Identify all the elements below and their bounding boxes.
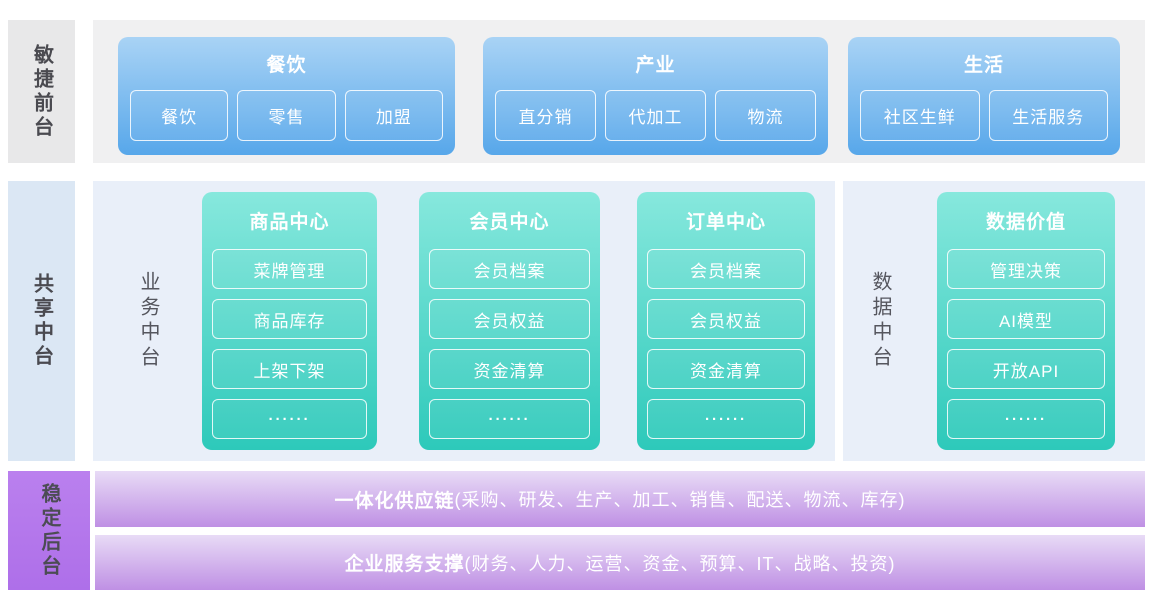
chip-logistics: 物流 (715, 90, 816, 141)
supply-chain-bar-detail: (采购、研发、生产、加工、销售、配送、物流、库存) (454, 490, 906, 510)
enterprise-service-bar-detail: (财务、人力、运营、资金、预算、IT、战略、投资) (464, 553, 896, 574)
center-card-product-title: 商品中心 (249, 212, 330, 233)
front-card-industry-chips: 直分销 代加工 物流 (495, 90, 816, 141)
chip-ellipsis: ······ (212, 399, 367, 439)
chip-oem-processing: 代加工 (605, 90, 706, 141)
back-desk-sidebar: 稳定后台 (8, 471, 90, 590)
chip-open-api: 开放API (947, 349, 1105, 389)
center-card-member-title: 会员中心 (469, 212, 550, 233)
chip-ai-model: AI模型 (947, 299, 1105, 339)
chip-fund-settlement: 资金清算 (647, 349, 805, 389)
front-card-life-title: 生活 (963, 55, 1004, 76)
front-desk-label: 敏捷前台 (30, 43, 53, 140)
chip-ellipsis: ······ (947, 399, 1105, 439)
chip-shelf-on-off: 上架下架 (212, 349, 367, 389)
center-card-order: 订单中心 会员档案 会员权益 资金清算 ······ (637, 192, 815, 450)
chip-community-fresh: 社区生鲜 (860, 90, 980, 141)
center-card-order-title: 订单中心 (685, 212, 766, 233)
chip-life-service: 生活服务 (988, 90, 1108, 141)
center-card-product: 商品中心 菜牌管理 商品库存 上架下架 ······ (202, 192, 377, 450)
shared-middle-sidebar: 共享中台 (8, 181, 75, 461)
chip-ellipsis: ······ (429, 399, 590, 439)
front-card-industry: 产业 直分销 代加工 物流 (483, 37, 828, 155)
chip-menu-management: 菜牌管理 (212, 249, 367, 289)
shared-middle-label: 共享中台 (30, 273, 53, 369)
enterprise-service-bar: 企业服务支撑(财务、人力、运营、资金、预算、IT、战略、投资) (95, 535, 1145, 590)
supply-chain-bar-title: 一体化供应链 (334, 490, 455, 512)
front-desk-sidebar: 敏捷前台 (8, 20, 75, 163)
chip-member-benefits: 会员权益 (429, 299, 590, 339)
chip-direct-distribution: 直分销 (495, 90, 596, 141)
front-card-industry-title: 产业 (635, 55, 676, 76)
center-card-data-value-title: 数据价值 (985, 212, 1066, 233)
data-middle-vlabel-wrap: 数据中台 (855, 181, 905, 461)
enterprise-service-bar-title: 企业服务支撑 (344, 554, 465, 575)
center-card-data-value: 数据价值 管理决策 AI模型 开放API ······ (937, 192, 1115, 450)
front-card-catering-title: 餐饮 (266, 55, 307, 76)
front-card-catering-chips: 餐饮 零售 加盟 (130, 90, 443, 141)
chip-ellipsis: ······ (647, 399, 805, 439)
chip-catering: 餐饮 (130, 90, 229, 141)
front-card-life-chips: 社区生鲜 生活服务 (860, 90, 1108, 141)
supply-chain-bar: 一体化供应链(采购、研发、生产、加工、销售、配送、物流、库存) (95, 471, 1145, 527)
center-card-member: 会员中心 会员档案 会员权益 资金清算 ······ (419, 192, 600, 450)
chip-franchise: 加盟 (344, 90, 443, 141)
chip-member-benefits: 会员权益 (647, 299, 805, 339)
front-card-catering: 餐饮 餐饮 零售 加盟 (118, 37, 455, 155)
business-middle-label: 业务中台 (137, 271, 159, 371)
chip-member-profile: 会员档案 (647, 249, 805, 289)
chip-fund-settlement: 资金清算 (429, 349, 590, 389)
business-middle-vlabel-wrap: 业务中台 (123, 181, 173, 461)
chip-member-profile: 会员档案 (429, 249, 590, 289)
chip-product-inventory: 商品库存 (212, 299, 367, 339)
data-middle-label: 数据中台 (869, 271, 891, 371)
front-card-life: 生活 社区生鲜 生活服务 (848, 37, 1120, 155)
chip-retail: 零售 (237, 90, 336, 141)
chip-management-decision: 管理决策 (947, 249, 1105, 289)
back-desk-label: 稳定后台 (38, 482, 60, 579)
